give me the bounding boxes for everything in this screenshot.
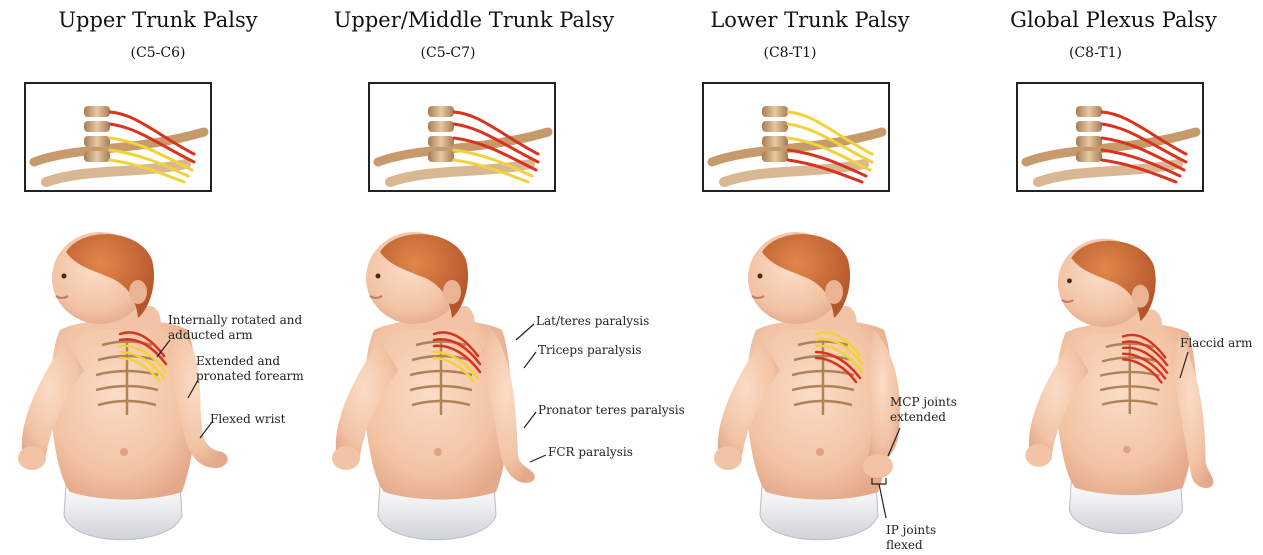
plexus-drawing xyxy=(1018,84,1202,190)
plexus-drawing xyxy=(26,84,210,190)
vertebra xyxy=(84,136,110,147)
panel-upper-trunk: Upper Trunk Palsy (C5-C6) xyxy=(0,0,316,555)
vertebra xyxy=(1076,151,1102,162)
vertebra xyxy=(428,151,454,162)
plexus-illustration xyxy=(368,82,556,192)
right-hand xyxy=(1025,444,1052,467)
eye xyxy=(1067,278,1072,283)
panel-title: Upper Trunk Palsy xyxy=(0,8,316,32)
vertebra xyxy=(428,136,454,147)
eye xyxy=(758,274,763,279)
vertebra xyxy=(84,121,110,132)
plexus-illustration xyxy=(1016,82,1204,192)
annotation-extended-pronated-forearm: Extended and pronated forearm xyxy=(196,354,304,384)
vertebra xyxy=(1076,136,1102,147)
vertebra xyxy=(762,151,788,162)
plexus-drawing xyxy=(704,84,888,190)
ear xyxy=(825,280,843,304)
vertebra xyxy=(762,121,788,132)
navel xyxy=(434,448,442,456)
eye xyxy=(62,274,67,279)
panel-subtitle: (C5-C7) xyxy=(316,45,580,61)
panel-subtitle: (C8-T1) xyxy=(632,45,948,61)
vertebra xyxy=(84,106,110,117)
vertebra xyxy=(762,136,788,147)
panel-subtitle: (C8-T1) xyxy=(954,45,1237,61)
annotation-ip-joints-flexed: IP joints flexed xyxy=(886,523,936,553)
infant-illustration xyxy=(316,230,556,555)
panel-upper-middle-trunk: Upper/Middle Trunk Palsy (C5-C7) xyxy=(316,0,696,555)
annotation-mcp-joints-extended: MCP joints extended xyxy=(890,395,957,425)
annotation-lat-teres-paralysis: Lat/teres paralysis xyxy=(536,314,649,329)
claw-hand xyxy=(863,454,893,478)
navel xyxy=(1123,446,1131,454)
vertebra xyxy=(1076,106,1102,117)
annotation-flexed-wrist: Flexed wrist xyxy=(210,412,285,427)
ear xyxy=(1132,285,1149,308)
annotation-fcr-paralysis: FCR paralysis xyxy=(548,445,633,460)
vertebra xyxy=(428,106,454,117)
infant-illustration xyxy=(1010,230,1240,555)
right-hand xyxy=(332,446,360,470)
right-hand xyxy=(18,446,46,470)
annotation-flaccid-arm: Flaccid arm xyxy=(1180,336,1252,351)
panel-lower-trunk: Lower Trunk Palsy (C8-T1) xyxy=(660,0,976,555)
plexus-illustration xyxy=(702,82,890,192)
infant-illustration xyxy=(2,230,242,555)
vertebra xyxy=(428,121,454,132)
panel-title: Upper/Middle Trunk Palsy xyxy=(316,8,632,32)
annotation-internally-rotated-arm: Internally rotated and adducted arm xyxy=(168,313,302,343)
panel-subtitle: (C5-C6) xyxy=(0,45,316,61)
infant-illustration xyxy=(698,230,938,555)
navel xyxy=(120,448,128,456)
navel xyxy=(816,448,824,456)
annotation-triceps-paralysis: Triceps paralysis xyxy=(538,343,642,358)
ear xyxy=(443,280,461,304)
eye xyxy=(376,274,381,279)
right-hand xyxy=(714,446,742,470)
panel-title: Lower Trunk Palsy xyxy=(652,8,968,32)
plexus-drawing xyxy=(370,84,554,190)
vertebra xyxy=(84,151,110,162)
panel-title: Global Plexus Palsy xyxy=(972,8,1255,32)
ear xyxy=(129,280,147,304)
vertebra xyxy=(1076,121,1102,132)
panel-global-plexus: Global Plexus Palsy (C8-T1) xyxy=(980,0,1263,555)
vertebra xyxy=(762,106,788,117)
plexus-illustration xyxy=(24,82,212,192)
